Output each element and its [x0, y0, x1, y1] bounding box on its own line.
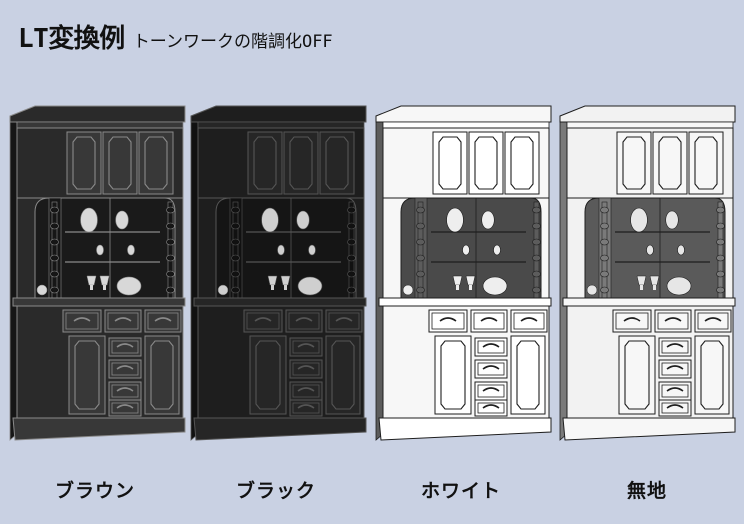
- variant-label-white: ホワイト: [420, 480, 501, 502]
- page-subtitle: トーンワークの階調化OFF: [132, 32, 333, 52]
- cabinet-image-brown: [5, 100, 195, 445]
- variant-label-plain: 無地: [626, 480, 667, 502]
- page-title-block: LT変換例トーンワークの階調化OFF: [18, 18, 333, 55]
- cabinet-image-white: [371, 100, 561, 445]
- variant-label-brown: ブラウン: [54, 480, 135, 502]
- page-title: LT変換例: [18, 24, 125, 54]
- cabinet-image-black: [186, 100, 376, 445]
- cabinet-image-plain: [555, 100, 744, 445]
- variant-label-black: ブラック: [235, 480, 316, 502]
